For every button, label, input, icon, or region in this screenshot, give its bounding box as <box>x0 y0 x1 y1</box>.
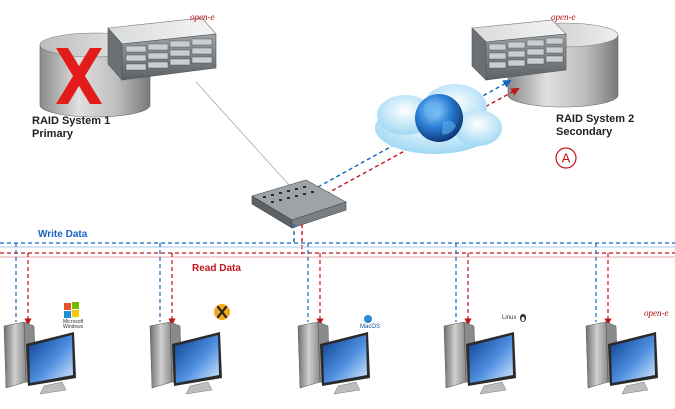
globe-icon <box>415 94 463 142</box>
x-logo-icon <box>214 304 230 320</box>
raid-system-1-label: RAID System 1 Primary <box>32 115 110 141</box>
primary-link-line <box>195 81 291 187</box>
windows-logo-icon <box>64 302 79 318</box>
raid-system-2 <box>471 19 619 108</box>
client-drop-lines <box>15 243 612 326</box>
read-data-label: Read Data <box>192 263 241 274</box>
write-data-label: Write Data <box>38 229 88 240</box>
raid-system-2-role: Secondary <box>556 126 613 138</box>
network-switch-icon <box>251 179 347 229</box>
os-text-macos: MacOS <box>360 324 381 330</box>
vendor-logo-1: open-e <box>190 12 215 22</box>
svg-text:A: A <box>562 151 571 166</box>
os-text-windows: Microsoft Windows <box>63 319 84 330</box>
write-bus <box>0 242 675 248</box>
macos-logo-icon <box>364 315 372 323</box>
raid-system-1-role: Primary <box>32 128 73 140</box>
read-bus <box>0 252 675 258</box>
client-workstation-1 <box>3 321 76 395</box>
client-workstation-5 <box>585 321 658 395</box>
client-workstation-2 <box>149 321 222 395</box>
linux-logo-icon <box>520 314 526 322</box>
raid-system-1-title: RAID System 1 <box>32 115 111 127</box>
badge-a-icon: A <box>555 147 577 169</box>
client-workstation-3 <box>297 321 370 395</box>
client-workstation-4 <box>443 321 516 395</box>
vendor-logo-3: open-e <box>644 308 669 318</box>
raid-system-2-label: RAID System 2 Secondary <box>556 113 634 139</box>
vendor-logo-2: open-e <box>551 12 576 22</box>
os-text-linux: Linux <box>502 315 517 321</box>
raid-system-2-title: RAID System 2 <box>556 113 635 125</box>
failure-x-icon <box>56 48 102 104</box>
